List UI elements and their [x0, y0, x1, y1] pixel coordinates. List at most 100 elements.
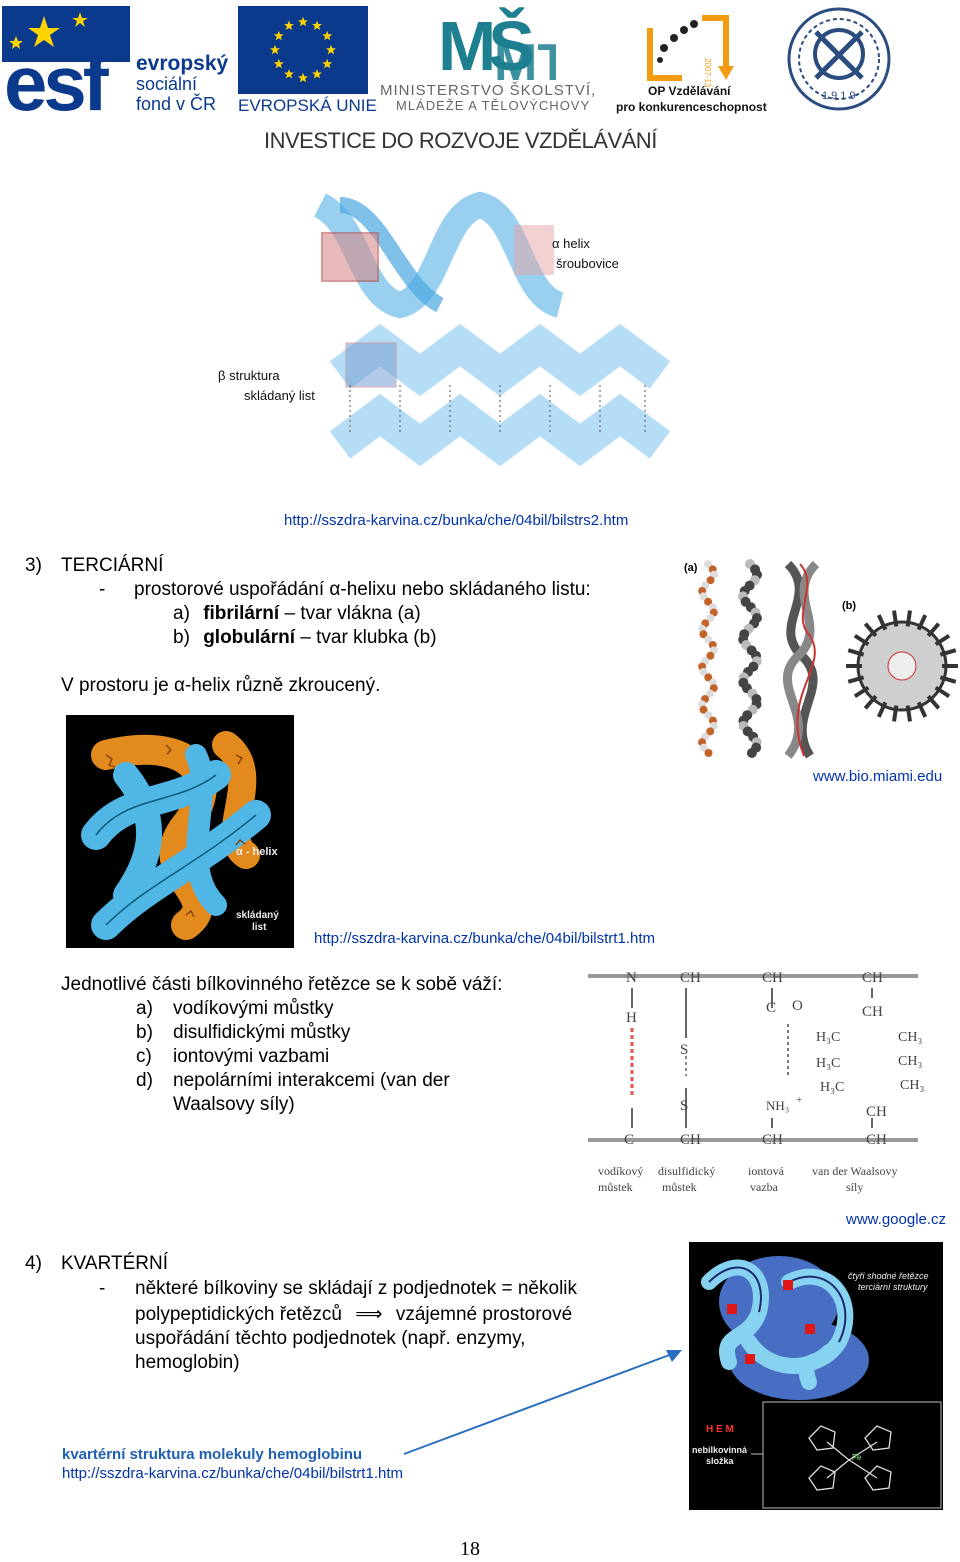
hemoglobin-source-link[interactable]: http://sszdra-karvina.cz/bunka/che/04bil… — [62, 1465, 403, 1482]
secondary-structure-figure — [300, 185, 680, 485]
alpha-helix-label: α helix — [552, 236, 590, 251]
bio-miami-source-link[interactable]: www.bio.miami.edu — [813, 768, 943, 785]
heme-label: H E M — [706, 1424, 734, 1435]
bond-item-text: vodíkovými můstky — [173, 998, 334, 1019]
tertiary-alpha-label: α - helix — [236, 846, 278, 858]
section4-number: 4) — [25, 1253, 42, 1274]
diagram-label-col2-bot: CH — [680, 1132, 701, 1148]
section3-item-b: b) globulární – tvar klubka (b) — [173, 626, 437, 650]
diagram-label-col3-plus: + — [796, 1094, 803, 1106]
diagram-label-col2-s1: S — [680, 1042, 689, 1058]
section3-number: 3) — [25, 555, 42, 576]
google-source-link[interactable]: www.google.cz — [846, 1211, 947, 1228]
diagram-label-lab2b: můstek — [662, 1180, 697, 1194]
figure1-source-link[interactable]: http://sszdra-karvina.cz/bunka/che/04bil… — [284, 512, 629, 529]
line2-part-b: vzájemné prostorové — [395, 1304, 573, 1325]
fig-label-a: (a) — [684, 562, 698, 574]
section3-line1: prostorové uspořádání α-helixu nebo sklá… — [134, 579, 591, 600]
section4-line4: hemoglobin) — [135, 1352, 240, 1373]
bond-item: d)nepolárními interakcemi (van der — [136, 1069, 450, 1093]
bond-item: b)disulfidickými můstky — [136, 1021, 350, 1045]
tertiary-sheet-label-1: skládaný — [236, 910, 279, 921]
diagram-label-lab2a: disulfidický — [658, 1164, 716, 1178]
page-number: 18 — [460, 1538, 480, 1560]
diagram-label-col4-top: CH — [862, 970, 883, 986]
eu-star-icon — [273, 58, 284, 69]
diagram-label-col3-c: C — [766, 1000, 777, 1016]
eu-star-icon — [284, 20, 294, 30]
esf-text-2: sociální — [136, 74, 198, 94]
esf-text-3: fond v ČR — [136, 94, 217, 114]
eu-star-icon — [298, 72, 308, 83]
eu-star-icon — [270, 44, 280, 55]
bond-item-marker: a) — [136, 998, 153, 1019]
section4-dash: - — [99, 1278, 106, 1299]
diagram-label-col3-o: O — [792, 998, 803, 1014]
diagram-label-col3-nh: NH₃ — [766, 1098, 790, 1113]
alpha-helix-sublabel: šroubovice — [556, 256, 619, 271]
eu-star-icon — [322, 30, 333, 41]
bond-item-text: iontovými vazbami — [173, 1046, 330, 1067]
section3-item-a: a) fibrilární – tvar vlákna (a) — [173, 602, 421, 626]
diagram-label-col4-ch2: CH — [866, 1104, 887, 1120]
diagram-label-col4-ch3a: CH₃ — [898, 1030, 923, 1045]
section4-line2: polypeptidických řetězců ⟹ vzájemné pros… — [135, 1302, 572, 1327]
nonprotein-label-2: složka — [706, 1456, 734, 1466]
item-a-marker: a) — [173, 603, 190, 624]
diagram-label-lab1b: můstek — [598, 1180, 633, 1194]
esf-text-1: evropský — [136, 52, 229, 75]
bond-types-diagram — [588, 968, 928, 1200]
item-b-rest: – tvar klubka (b) — [300, 627, 437, 648]
diagram-label-col4-h3c1: H₃C — [816, 1030, 841, 1045]
bond-item-text: nepolárními interakcemi (van der — [173, 1070, 450, 1091]
section4-line3: uspořádání těchto podjednotek (např. enz… — [135, 1328, 526, 1349]
beta-structure-sublabel: skládaný list — [244, 388, 315, 403]
svg-text:MT: MT — [494, 34, 556, 82]
diagram-label-col2-s2: S — [680, 1098, 689, 1114]
op-years: 2007-13 — [703, 58, 712, 88]
item-a-bold: fibrilární — [203, 603, 280, 624]
line2-part-a: polypeptidických řetězců — [135, 1304, 342, 1325]
tertiary-sheet-label-2: list — [252, 922, 267, 933]
diagram-label-lab4b: síly — [846, 1180, 864, 1194]
section3-dash: - — [99, 579, 106, 600]
hemoglobin-caption: kvartérní struktura molekuly hemoglobinu — [62, 1446, 363, 1463]
svg-text:MŠ: MŠ — [438, 6, 532, 82]
tertiary-structure-image — [66, 715, 294, 948]
eu-star-icon — [322, 58, 333, 69]
bond-item: c)iontovými vazbami — [136, 1045, 329, 1069]
diagram-label-col1-bot: C — [624, 1132, 635, 1148]
hemoglobin-figure — [689, 1242, 943, 1510]
msmt-text-2: MLÁDEŽE A TĚLOVÝCHOVY — [396, 98, 591, 113]
item-b-bold: globulární — [203, 627, 296, 648]
section4-line1: některé bílkoviny se skládají z podjedno… — [135, 1278, 578, 1299]
svg-text:esf: esf — [4, 39, 110, 114]
eu-label: EVROPSKÁ UNIE — [238, 96, 377, 115]
eu-star-icon — [326, 44, 336, 55]
diagram-label-col1-top: N — [626, 970, 637, 986]
diagram-label-col4-ch: CH — [862, 1004, 883, 1020]
msmt-text-1: MINISTERSTVO ŠKOLSTVÍ, — [380, 82, 597, 99]
diagram-label-lab4a: van der Waalsovy — [812, 1164, 898, 1178]
school-seal — [786, 6, 892, 112]
beta-structure-label: β struktura — [218, 368, 280, 383]
caption-arrow — [400, 1340, 690, 1460]
hb-note-1: čtyři shodné řetězce — [848, 1271, 929, 1281]
section3-note: V prostoru je α-helix různě zkroucený. — [61, 675, 381, 696]
fibrillar-globular-figure — [680, 556, 960, 766]
section4-title: KVARTÉRNÍ — [61, 1253, 168, 1274]
eu-star-icon — [298, 16, 308, 27]
diagram-label-col4-ch3c: CH₃ — [900, 1078, 925, 1093]
op-text-2: pro konkurenceschopnost — [616, 100, 767, 114]
diagram-label-lab1a: vodíkový — [598, 1164, 644, 1178]
bond-item-marker: b) — [136, 1022, 153, 1043]
diagram-label-col3-top: CH — [762, 970, 783, 986]
tertiary-source-link[interactable]: http://sszdra-karvina.cz/bunka/che/04bil… — [314, 930, 655, 947]
diagram-label-col4-h3c2: H₃C — [816, 1056, 841, 1071]
diagram-label-col4-ch3b: CH₃ — [898, 1054, 923, 1069]
hb-note-2: terciární struktury — [858, 1282, 928, 1292]
op-logo — [640, 8, 736, 86]
nonprotein-label-1: nebílkovinná — [692, 1445, 748, 1455]
diagram-label-lab3b: vazba — [750, 1180, 778, 1194]
eu-star-icon — [284, 69, 294, 79]
